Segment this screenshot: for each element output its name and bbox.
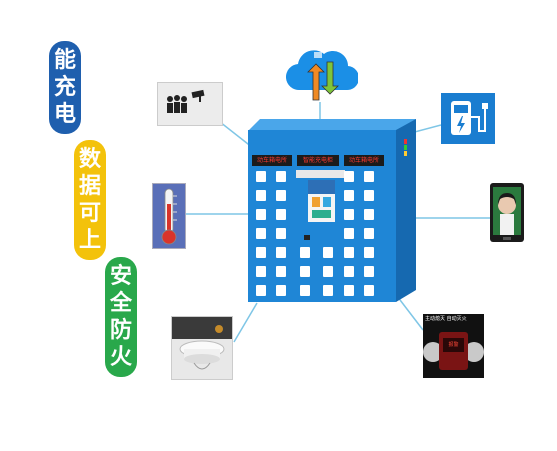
locker-door[interactable] [276, 209, 286, 220]
locker-door[interactable] [323, 285, 333, 296]
locker-door[interactable] [256, 171, 266, 182]
pill-char: 上 [78, 228, 101, 253]
locker-door[interactable] [364, 285, 374, 296]
pill-char: 电 [53, 102, 76, 127]
cabinet-screen [308, 180, 335, 222]
cabinet-sign-left: 动车箱电所 [252, 155, 292, 166]
fire-safety-pill: 安 全 防 火 [105, 257, 137, 377]
crowd-camera-icon [157, 82, 223, 126]
cabinet-sign-right: 动车箱电所 [344, 155, 384, 166]
pill-char: 数 [78, 147, 101, 172]
line-smoke [233, 302, 258, 343]
locker-door[interactable] [300, 285, 310, 296]
locker-door[interactable] [256, 190, 266, 201]
locker-door[interactable] [276, 228, 286, 239]
locker-door[interactable] [276, 266, 286, 277]
locker-door[interactable] [344, 209, 354, 220]
charging-station-icon [441, 93, 495, 144]
smoke-detector-icon [171, 316, 233, 380]
locker-door[interactable] [276, 247, 286, 258]
face-recognition-icon [490, 183, 524, 242]
fire-alarm-icon: 主动熄灭 自动灭火 报警 [423, 314, 484, 378]
pill-char: 据 [78, 174, 101, 199]
locker-door[interactable] [364, 209, 374, 220]
pill-char: 可 [78, 201, 101, 226]
pill-char: 防 [109, 318, 132, 343]
pill-char: 安 [109, 264, 132, 289]
locker-door[interactable] [344, 228, 354, 239]
pill-char: 火 [109, 345, 132, 370]
locker-door[interactable] [323, 247, 333, 258]
cabinet-sign-center: 智能充电柜 [297, 155, 339, 166]
thermometer-icon [152, 183, 186, 249]
line-fire [396, 295, 424, 331]
locker-door[interactable] [256, 228, 266, 239]
locker-door[interactable] [256, 266, 266, 277]
cabinet-side [396, 119, 416, 302]
locker-door[interactable] [364, 228, 374, 239]
locker-door[interactable] [344, 266, 354, 277]
locker-door[interactable] [344, 171, 354, 182]
locker-door[interactable] [300, 247, 310, 258]
locker-door[interactable] [256, 209, 266, 220]
locker-door[interactable] [276, 171, 286, 182]
locker-door[interactable] [300, 266, 310, 277]
locker-door[interactable] [323, 266, 333, 277]
locker-door[interactable] [364, 247, 374, 258]
pill-char: 充 [53, 75, 76, 100]
locker-door[interactable] [364, 190, 374, 201]
cabinet-roof [248, 119, 416, 131]
locker-door[interactable] [344, 285, 354, 296]
pill-char: 能 [53, 48, 76, 73]
locker-door[interactable] [276, 190, 286, 201]
locker-door[interactable] [276, 285, 286, 296]
locker-door[interactable] [344, 247, 354, 258]
alarm-screen-text: 报警 [448, 342, 459, 348]
locker-door[interactable] [256, 247, 266, 258]
locker-door[interactable] [364, 266, 374, 277]
data-online-pill: 数 据 可 上 [74, 140, 106, 260]
locker-door[interactable] [344, 190, 354, 201]
cloud-icon [286, 50, 358, 101]
locker-door[interactable] [256, 285, 266, 296]
fire-alarm-caption: 主动熄灭 自动灭火 [425, 316, 467, 322]
energy-charging-pill: 能 充 电 [49, 41, 81, 134]
pill-char: 全 [109, 291, 132, 316]
card-reader [304, 235, 310, 240]
cabinet-banner [296, 170, 345, 178]
locker-door[interactable] [364, 171, 374, 182]
